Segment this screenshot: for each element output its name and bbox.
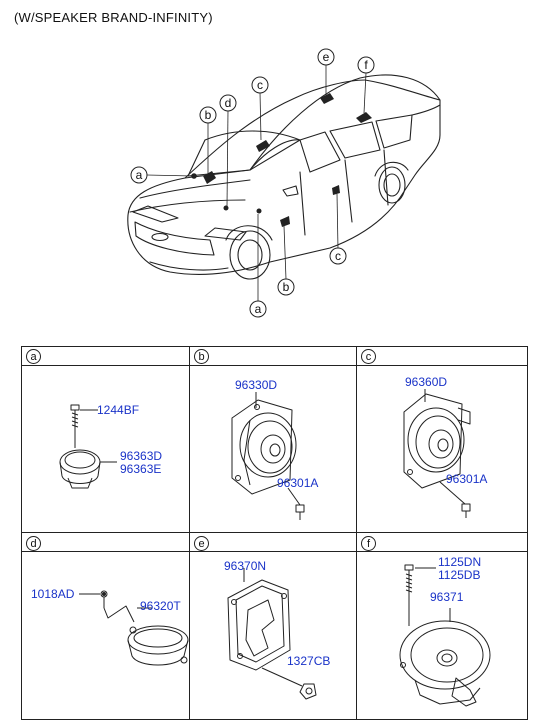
part-number-96320t: 96320T (140, 599, 181, 613)
part-number-96301a-b: 96301A (277, 476, 319, 490)
callout-d: d (225, 96, 232, 110)
callout-a-front: a (136, 168, 143, 182)
part-number-96363e: 96363E (120, 462, 162, 476)
part-number-1125db: 1125DB (438, 568, 481, 582)
woofer-f (399, 564, 491, 707)
part-number-96301a-c: 96301A (446, 472, 488, 486)
section-c-label: c (361, 349, 376, 364)
speaker-d (79, 590, 189, 666)
section-d-label: d (26, 536, 41, 551)
callout-a-bottom: a (255, 302, 262, 316)
tweeter-a (59, 404, 117, 489)
section-b-label: b (194, 349, 209, 364)
car-illustration: a b d c e f c b a (127, 48, 441, 318)
part-number-96360d: 96360D (405, 375, 448, 389)
callout-c-top: c (257, 78, 263, 92)
part-number-96370n: 96370N (224, 559, 267, 573)
callout-e: e (323, 50, 330, 64)
section-a-label: a (26, 349, 41, 364)
callout-b-bottom: b (283, 280, 290, 294)
callout-b-top: b (205, 108, 212, 122)
amplifier-e (227, 568, 317, 700)
speaker-b (231, 392, 305, 520)
speaker-c (403, 389, 471, 518)
part-number-96363d: 96363D (120, 449, 163, 463)
callout-c-bottom: c (335, 249, 341, 263)
section-e-label: e (194, 536, 209, 551)
callout-f: f (364, 58, 368, 72)
part-number-1327cb: 1327CB (287, 654, 331, 668)
part-number-96330d: 96330D (235, 378, 278, 392)
part-number-1244bf: 1244BF (97, 403, 140, 417)
part-number-1125dn: 1125DN (438, 555, 482, 569)
section-f-label: f (361, 536, 376, 551)
diagram-title: (W/SPEAKER BRAND-INFINITY) (14, 10, 213, 25)
part-number-1018ad: 1018AD (31, 587, 75, 601)
parts-grid: a b c d e f (21, 346, 528, 720)
part-number-96371: 96371 (430, 590, 464, 604)
